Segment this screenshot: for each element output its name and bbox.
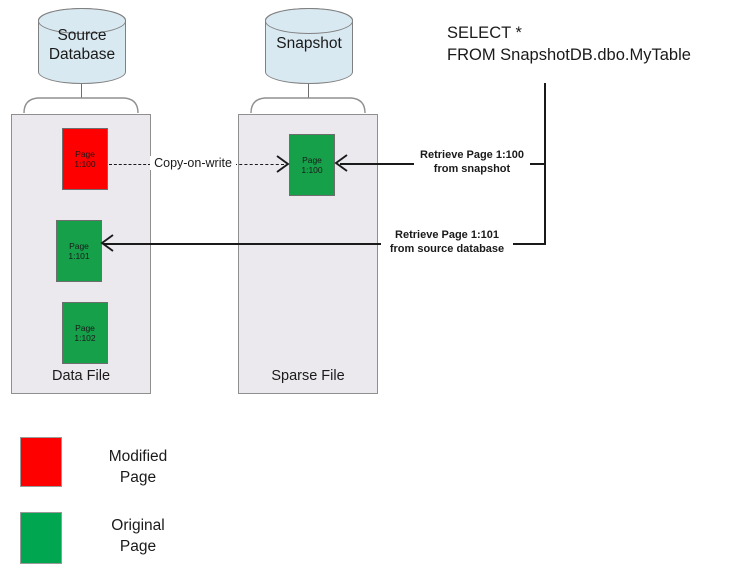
retrieve-source-label-line1: Retrieve Page 1:101 bbox=[395, 229, 499, 241]
snapshot-cylinder bbox=[264, 7, 354, 84]
page-label-line1: Page bbox=[75, 322, 95, 333]
copy-on-write-dash-right bbox=[234, 164, 284, 165]
sparse-file-label-text: Sparse File bbox=[271, 368, 345, 384]
query-line1: SELECT * bbox=[447, 24, 522, 42]
retrieve-source-line-left bbox=[103, 243, 381, 245]
legend-label-original: Original Page bbox=[82, 515, 194, 557]
retrieve-source-label-line2: from source database bbox=[389, 243, 505, 255]
page-label-line1: Page bbox=[302, 154, 322, 165]
retrieve-snapshot-label-line2: from snapshot bbox=[433, 163, 511, 175]
source-database-cylinder-top bbox=[37, 7, 127, 34]
data-file-label: Data File bbox=[11, 368, 151, 384]
source-database-label: Source Database bbox=[38, 26, 126, 64]
source-database-cylinder bbox=[37, 7, 127, 84]
data-file-label-text: Data File bbox=[51, 368, 111, 384]
page-label-line2: 1:102 bbox=[74, 333, 96, 343]
retrieve-source-label: Retrieve Page 1:101 from source database bbox=[381, 228, 513, 256]
retrieve-source-line-right bbox=[512, 243, 546, 245]
legend-label-original-line2: Page bbox=[119, 538, 157, 555]
snapshot-bracket-path bbox=[250, 97, 366, 114]
query-trunk-line bbox=[544, 83, 546, 244]
query-text: SELECT * FROM SnapshotDB.dbo.MyTable bbox=[447, 22, 691, 66]
retrieve-snapshot-line-right bbox=[527, 163, 546, 165]
snapshot-label: Snapshot bbox=[265, 34, 353, 53]
copy-on-write-label: Copy-on-write bbox=[150, 156, 236, 170]
data-file-page-1-100: Page 1:100 bbox=[62, 128, 108, 190]
page-label-line1: Page bbox=[69, 240, 89, 251]
page-label-line2: 1:100 bbox=[301, 165, 323, 175]
sparse-file-page-1-100: Page 1:100 bbox=[289, 134, 335, 196]
page-label-line2: 1:100 bbox=[74, 159, 96, 169]
query-line2: FROM SnapshotDB.dbo.MyTable bbox=[447, 46, 691, 64]
data-file-page-1-102: Page 1:102 bbox=[62, 302, 108, 364]
copy-on-write-label-text: Copy-on-write bbox=[154, 156, 232, 170]
legend-label-modified-line2: Page bbox=[119, 469, 157, 486]
retrieve-snapshot-line-left bbox=[340, 163, 415, 165]
source-bracket-stem bbox=[81, 84, 83, 98]
legend-swatch-modified bbox=[20, 437, 62, 487]
data-file-page-1-101: Page 1:101 bbox=[56, 220, 102, 282]
page-label-line1: Page bbox=[75, 148, 95, 159]
retrieve-snapshot-label-line1: Retrieve Page 1:100 bbox=[420, 149, 524, 161]
snapshot-cylinder-top bbox=[264, 7, 354, 34]
source-database-label-line1: Source bbox=[57, 27, 107, 44]
copy-on-write-dash-left bbox=[109, 164, 151, 165]
legend-label-modified-line1: Modified bbox=[108, 448, 168, 465]
source-database-label-line2: Database bbox=[48, 46, 116, 63]
legend-swatch-original bbox=[20, 512, 62, 564]
sparse-file-label: Sparse File bbox=[238, 368, 378, 384]
legend-label-original-line1: Original bbox=[111, 517, 165, 534]
retrieve-snapshot-label: Retrieve Page 1:100 from snapshot bbox=[414, 148, 530, 176]
legend-label-modified: Modified Page bbox=[82, 446, 194, 488]
page-label-line2: 1:101 bbox=[68, 251, 90, 261]
snapshot-bracket-stem bbox=[308, 84, 310, 98]
source-bracket-path bbox=[23, 97, 139, 114]
snapshot-label-line1: Snapshot bbox=[276, 35, 342, 52]
